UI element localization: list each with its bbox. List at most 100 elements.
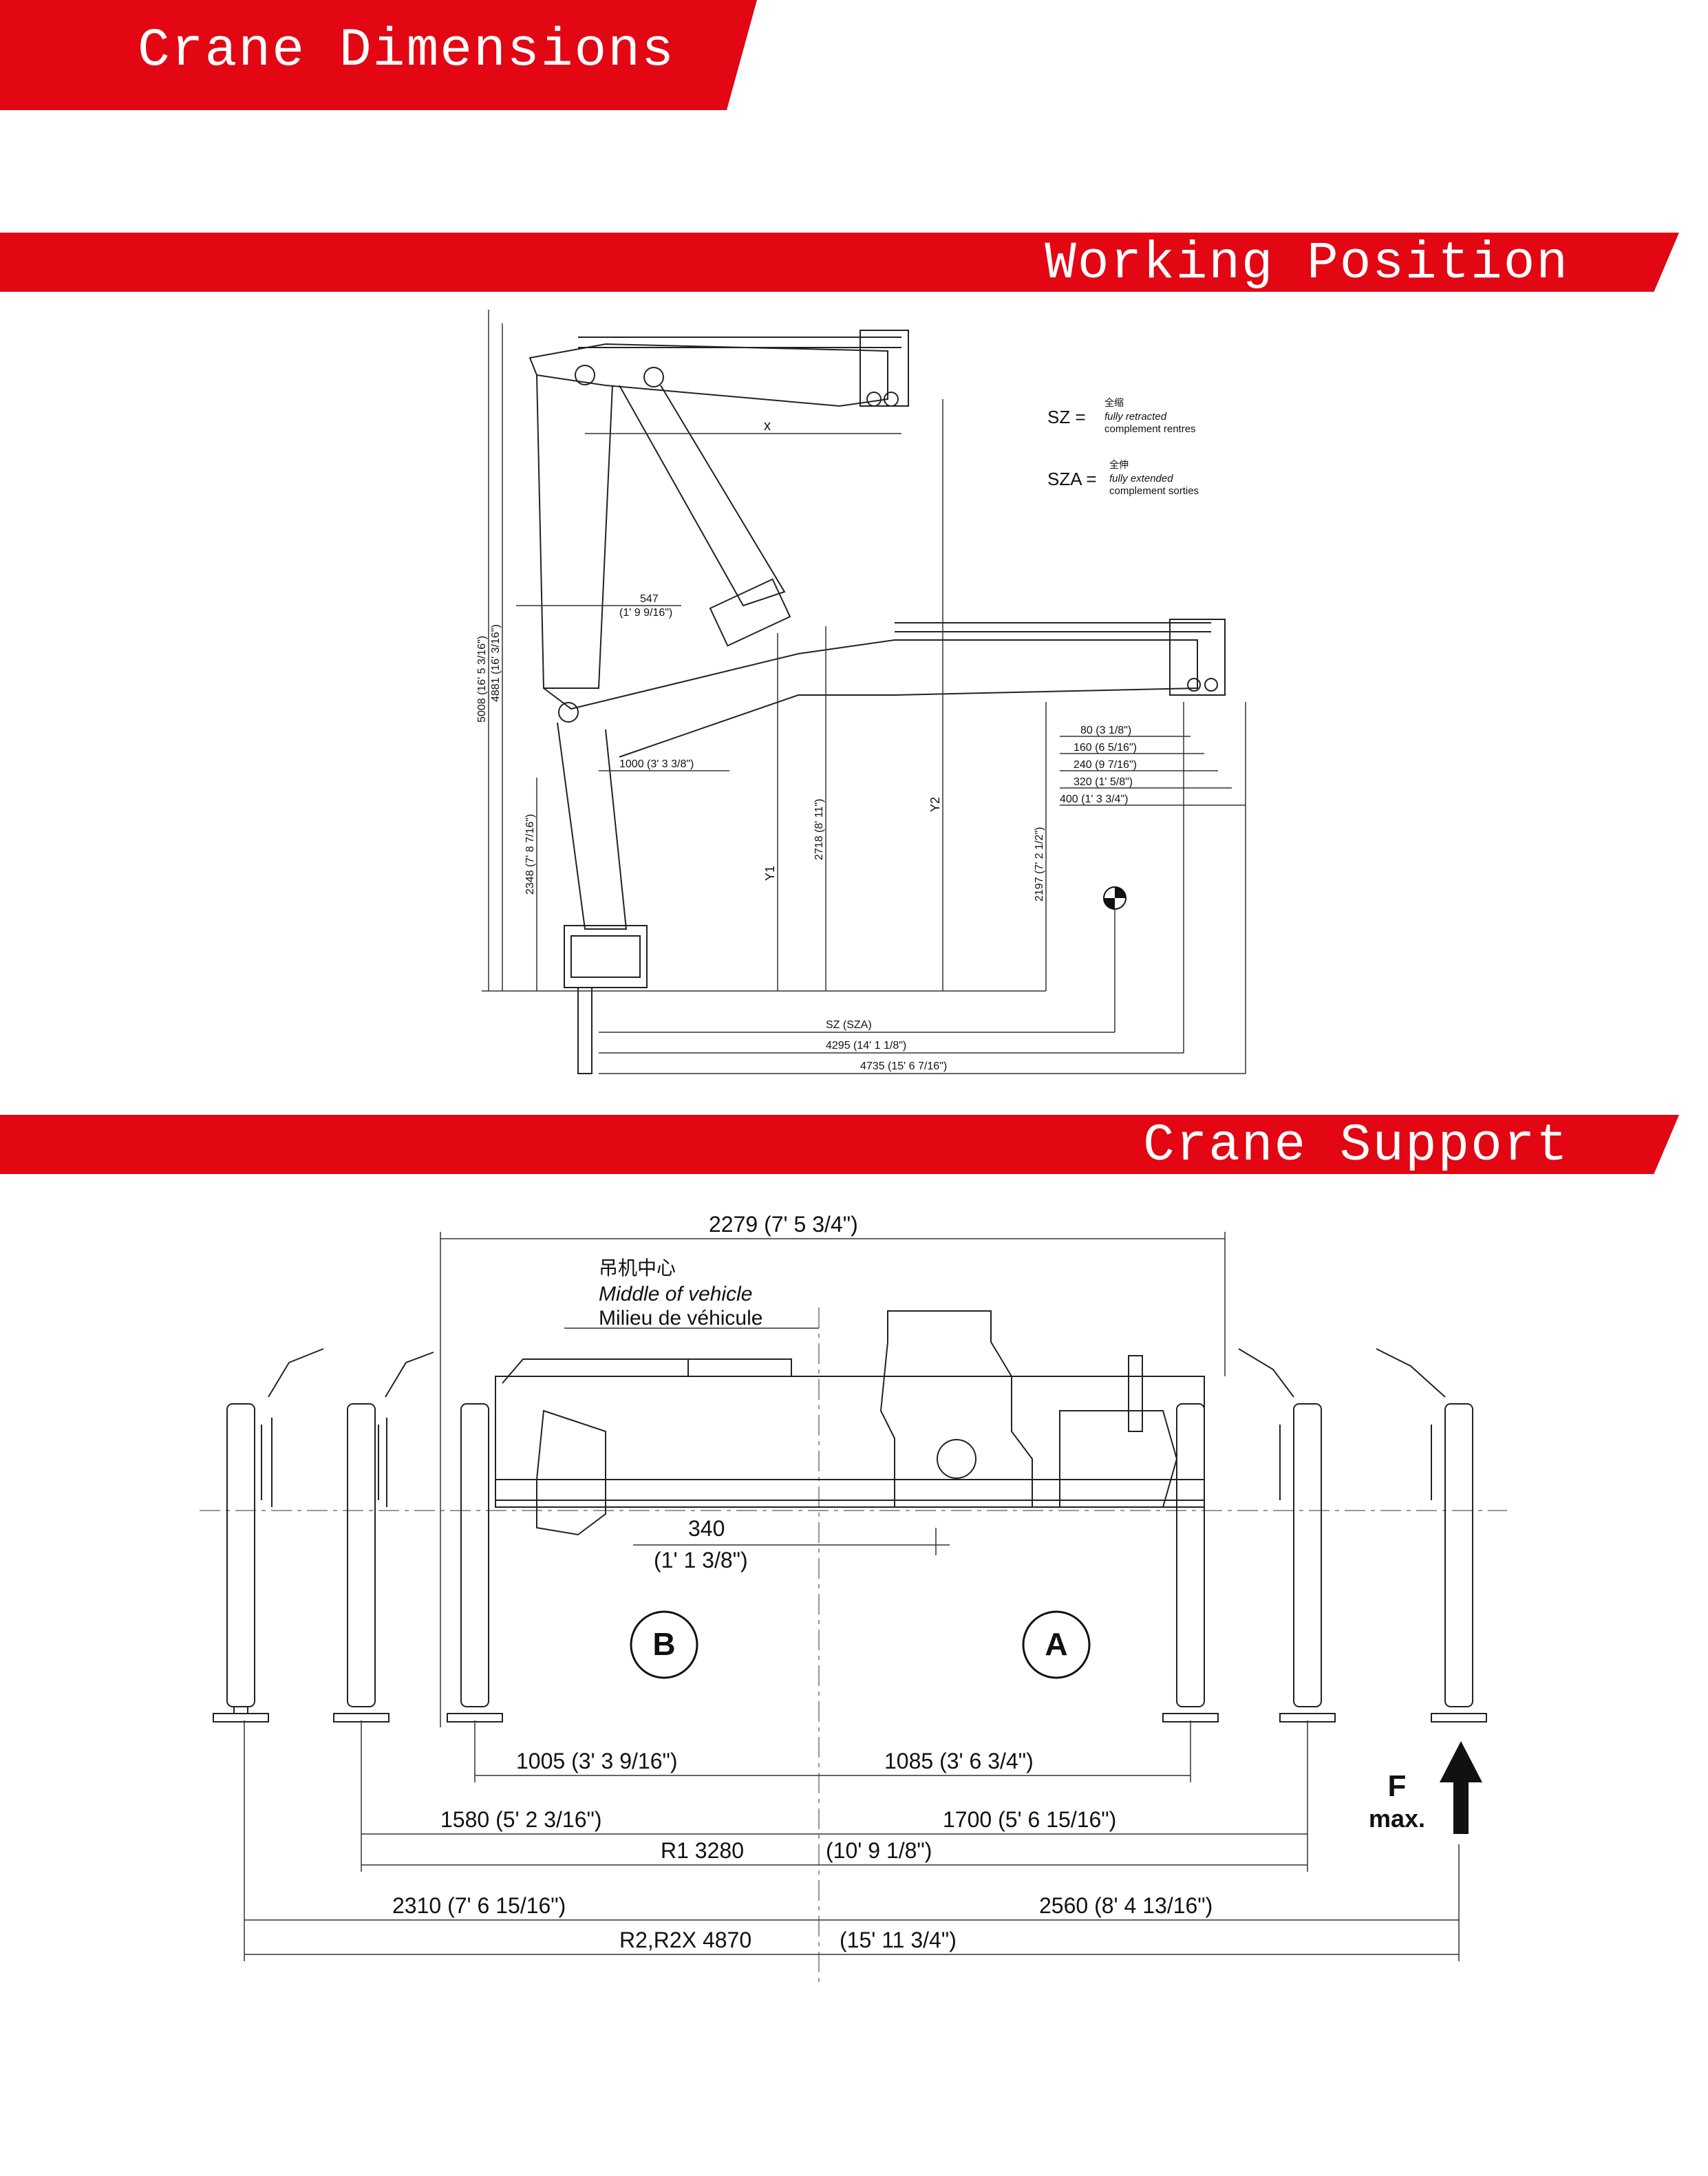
upper-arm <box>619 385 786 607</box>
upper-boom-rails <box>578 337 901 348</box>
section-title-support: Crane Support <box>1143 1116 1569 1175</box>
label-r2-left: R2,R2X 4870 <box>619 1928 751 1952</box>
label-340: 340 <box>688 1516 725 1541</box>
label-2560: 2560 (8' 4 13/16") <box>1039 1893 1213 1918</box>
control-box-left <box>536 1409 606 1536</box>
label-r1-left: R1 3280 <box>661 1838 744 1863</box>
label-547-in: (1' 9 9/16") <box>619 607 672 619</box>
leg-4 <box>1162 1403 1219 1722</box>
label-1000: 1000 (3' 3 3/8") <box>619 758 694 770</box>
center-of-gravity-mark <box>1103 886 1127 910</box>
header-banner: Crane Dimensions <box>0 0 757 110</box>
column-hole <box>937 1439 976 1479</box>
label-2348: 2348 (7' 8 7/16") <box>524 814 536 895</box>
lower-tip-wheel <box>1187 678 1201 692</box>
central-frame <box>495 1310 1205 1536</box>
circle-b <box>630 1610 698 1679</box>
upper-tip-wheel-2 <box>884 392 899 407</box>
section-banner-support: Crane Support <box>0 1115 1679 1174</box>
middle-fr: Milieu de véhicule <box>599 1307 762 1330</box>
frame-body <box>495 1376 1205 1508</box>
hinge-bracket <box>1128 1355 1143 1432</box>
label-340-in: (1' 1 3/8") <box>654 1548 748 1572</box>
leg-2 <box>333 1403 389 1722</box>
arm-left-2 <box>385 1352 434 1398</box>
lower-pivot <box>558 702 579 723</box>
arm-right-1 <box>1238 1348 1294 1398</box>
lower-boom-tip <box>1169 619 1226 696</box>
pump-unit-right <box>1059 1410 1178 1508</box>
label-1700: 1700 (5' 6 15/16") <box>943 1807 1116 1832</box>
label-320: 320 (1' 5/8") <box>1074 776 1133 788</box>
section-banner-working: Working Position <box>0 233 1679 292</box>
control-valves <box>570 935 641 978</box>
label-2197: 2197 (7' 2 1/2") <box>1034 827 1045 902</box>
label-r1-right: (10' 9 1/8") <box>826 1838 932 1863</box>
label-160: 160 (6 5/16") <box>1074 742 1137 754</box>
label-sz: SZ (SZA) <box>826 1019 872 1031</box>
label-y2: Y2 <box>928 797 942 812</box>
middle-en: Middle of vehicle <box>599 1283 752 1305</box>
label-2310: 2310 (7' 6 15/16") <box>392 1893 566 1918</box>
upper-boom-outline <box>529 343 888 407</box>
label-x: x <box>764 418 771 434</box>
label-f: F <box>1388 1769 1407 1803</box>
legend-sz-label: SZ = <box>1047 407 1086 427</box>
lower-boom-outline <box>543 639 1198 758</box>
upper-pivot-2 <box>643 367 664 387</box>
upper-tip-wheel <box>866 392 882 407</box>
legend-sza-en: fully extended <box>1109 473 1173 484</box>
arm-right-2 <box>1376 1348 1446 1398</box>
label-2279: 2279 (7' 5 3/4") <box>709 1212 858 1237</box>
section-title-working: Working Position <box>1045 234 1569 293</box>
page-title: Crane Dimensions <box>138 21 675 81</box>
legend-sza-label: SZA = <box>1047 469 1097 489</box>
legend-sza-cn: 全伸 <box>1109 459 1129 470</box>
frame-beam <box>495 1479 1205 1501</box>
slewing-column <box>879 1310 1033 1508</box>
label-1085: 1085 (3' 6 3/4") <box>884 1749 1034 1773</box>
label-a: A <box>1045 1626 1067 1662</box>
upper-pivot <box>575 365 595 385</box>
upper-column <box>536 374 613 689</box>
lower-boom-rails <box>895 622 1211 632</box>
label-240: 240 (9 7/16") <box>1074 759 1137 771</box>
legend-sz-en: fully retracted <box>1104 411 1167 423</box>
base-unit <box>564 925 648 988</box>
arm-left-1 <box>268 1348 324 1398</box>
label-1580: 1580 (5' 2 3/16") <box>440 1807 602 1832</box>
label-4735: 4735 (15' 6 7/16") <box>860 1060 947 1072</box>
upper-boom-tip <box>860 330 909 407</box>
cylinder <box>687 1358 792 1377</box>
label-4881: 4881 (16' 3/16") <box>490 624 502 702</box>
label-b: B <box>652 1626 675 1662</box>
label-547: 547 <box>640 593 659 605</box>
lower-tip-wheel-2 <box>1204 678 1218 692</box>
label-fmax: max. <box>1369 1804 1425 1833</box>
leg-6 <box>1431 1403 1487 1722</box>
label-y1: Y1 <box>763 866 777 881</box>
stabilizer-leg <box>577 988 593 1074</box>
leg-1 <box>213 1403 273 1722</box>
legend-sza-fr: complement sorties <box>1109 485 1199 497</box>
label-1005: 1005 (3' 3 9/16") <box>516 1749 678 1773</box>
label-r2-right: (15' 11 3/4") <box>840 1928 957 1952</box>
label-2718: 2718 (8' 11") <box>813 799 825 860</box>
label-4295: 4295 (14' 1 1/8") <box>826 1040 906 1052</box>
mast <box>557 722 628 930</box>
leg-5 <box>1279 1403 1336 1722</box>
label-400: 400 (1' 3 3/4") <box>1060 793 1128 805</box>
force-arrow-icon <box>1440 1741 1482 1834</box>
upper-arm-head <box>709 578 791 647</box>
leg-3 <box>447 1403 503 1722</box>
middle-cn: 吊机中心 <box>599 1257 676 1279</box>
legend-sz-cn: 全缩 <box>1104 397 1124 408</box>
circle-a <box>1022 1610 1091 1679</box>
arm-left-3 <box>502 1358 757 1384</box>
legend-sz-fr: complement rentres <box>1104 423 1196 435</box>
label-5008: 5008 (16' 5 3/16") <box>476 636 488 723</box>
support-legs <box>213 1348 1487 1722</box>
label-80: 80 (3 1/8") <box>1080 725 1131 736</box>
